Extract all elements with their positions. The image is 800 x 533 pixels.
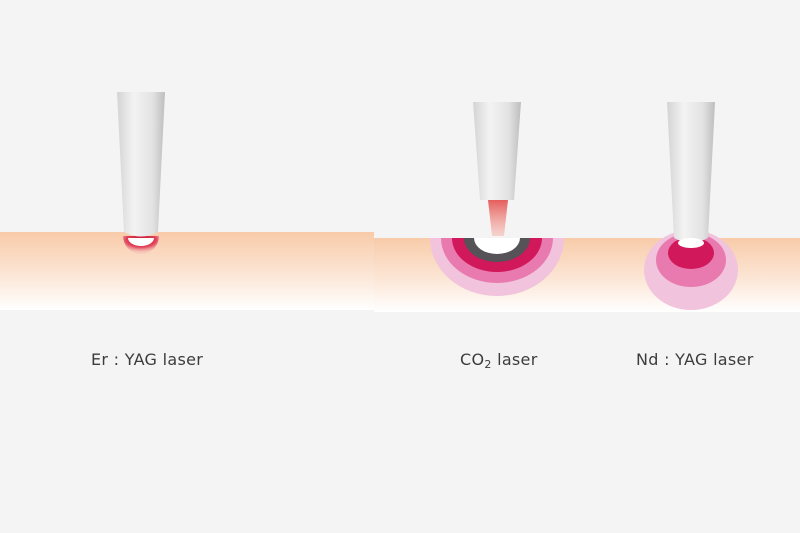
nd-yag-label: Nd : YAG laser — [636, 350, 754, 369]
nd-yag-illustration — [644, 102, 738, 310]
nd-yag-handpiece — [667, 102, 715, 243]
co2-label: CO2 laser — [460, 350, 538, 371]
co2-label-subscript: 2 — [484, 358, 492, 371]
co2-label-main: CO — [460, 350, 485, 369]
er-yag-label: Er : YAG laser — [91, 350, 204, 369]
co2-beam — [488, 200, 508, 236]
skin-layer-left — [0, 232, 374, 310]
nd-yag-contact-white — [678, 238, 704, 248]
co2-handpiece — [473, 102, 521, 200]
er-yag-handpiece — [117, 92, 165, 237]
er-yag-ablation-white — [128, 238, 154, 246]
co2-ablation-white — [474, 238, 520, 254]
co2-label-rest: laser — [491, 350, 538, 369]
er-yag-illustration — [117, 92, 165, 254]
co2-illustration — [430, 102, 564, 296]
